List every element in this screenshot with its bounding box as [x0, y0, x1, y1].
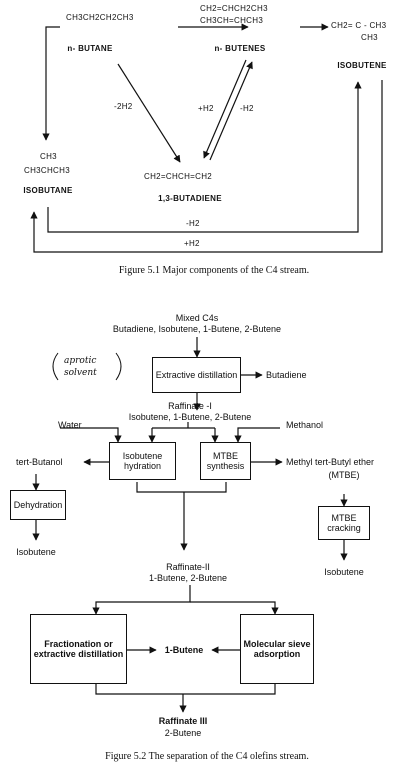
bottom-plus-h2-label: +H2 [184, 239, 200, 248]
arrow-butane-to-isobutane [42, 26, 60, 141]
isobutene-formula-main: CH2= C - CH3 [331, 21, 387, 30]
arrow-butenes-to-butadiene [203, 59, 247, 159]
n-butenes-formula-2: CH3CH=CHCH3 [200, 16, 264, 25]
figure-2-caption: Figure 5.2 The separation of the C4 olef… [105, 751, 309, 762]
n-butenes-label: n- BUTENES [214, 44, 266, 53]
arrow-butane-to-butadiene [117, 63, 181, 163]
arrow-raffinate2-to-split [92, 585, 191, 615]
two-butene-output: 2-Butene [164, 728, 202, 738]
arrow-butadiene-to-butenes [209, 61, 253, 161]
line-hydration-mtbe-merge [136, 482, 227, 493]
butadiene-output: Butadiene [266, 370, 307, 380]
water-input: Water [58, 420, 82, 430]
mtbe-cracking-label: MTBE cracking [327, 513, 361, 533]
line-bottom-merge [95, 684, 276, 695]
mtbe-synthesis-label: MTBE synthesis [206, 451, 245, 471]
molecular-sieve-box: Molecular sieve adsorption [240, 614, 314, 684]
dehydration-label: Dehydration [13, 500, 63, 510]
handwritten-bracket [52, 352, 59, 381]
extractive-distillation-label: Extractive distillation [155, 370, 238, 380]
isobutene-hydration-box: Isobutene hydration [109, 442, 176, 480]
raffinate-1-title: Raffinate -I [168, 401, 212, 411]
raffinate-1-components: Isobutene, 1-Butene, 2-Butene [128, 412, 252, 422]
figure-1-caption: Figure 5.1 Major components of the C4 st… [118, 265, 310, 276]
mtbe-abbreviation: (MTBE) [328, 470, 360, 480]
isobutene-left-output: Isobutene [16, 547, 56, 557]
isobutene-right-output: Isobutene [324, 567, 364, 577]
mtbe-cracking-box: MTBE cracking [318, 506, 370, 540]
isobutene-label: ISOBUTENE [337, 61, 387, 70]
isobutane-formula-top: CH3 [40, 152, 57, 161]
methanol-input: Methanol [286, 420, 324, 430]
raffinate-2-title: Raffinate-II [166, 562, 210, 572]
extractive-distillation-box: Extractive distillation [152, 357, 241, 393]
isobutane-label: ISOBUTANE [23, 186, 73, 195]
arrow-raffinate2-to-sieve [190, 601, 279, 615]
fractionation-box: Fractionation or extractive distillation [30, 614, 127, 684]
minus-h2-label: -H2 [240, 104, 254, 113]
n-butane-label: n- BUTANE [67, 44, 113, 53]
isobutene-formula-branch: CH3 [361, 33, 378, 42]
n-butane-formula: CH3CH2CH2CH3 [66, 13, 134, 22]
raffinate-3-title: Raffinate III [158, 716, 208, 726]
raffinate-2-components: 1-Butene, 2-Butene [148, 573, 228, 583]
isobutane-formula-main: CH3CHCH3 [24, 166, 70, 175]
molecular-sieve-label: Molecular sieve adsorption [243, 639, 311, 659]
mixed-c4s-label: Mixed C4s [175, 313, 219, 323]
butadiene-formula: CH2=CHCH=CH2 [144, 172, 213, 181]
feed-components: Butadiene, Isobutene, 1-Butene, 2-Butene [112, 324, 282, 334]
mtbe-ether-output: Methyl tert-Butyl ether [286, 457, 375, 467]
line-methanol-to-mtbe [234, 427, 280, 443]
dehydration-box: Dehydration [10, 490, 66, 520]
tert-butanol-output: tert-Butanol [16, 457, 63, 467]
minus-2h2-label: -2H2 [114, 102, 133, 111]
plus-h2-label: +H2 [198, 104, 214, 113]
handwritten-solvent: solvent [64, 368, 97, 378]
n-butenes-formula-1: CH2=CHCH2CH3 [200, 4, 268, 13]
butadiene-label: 1,3-BUTADIENE [158, 194, 222, 203]
fractionation-label: Fractionation or extractive distillation [33, 639, 124, 659]
handwritten-aprotic: aprotic [64, 356, 97, 366]
isobutene-hydration-label: Isobutene hydration [122, 451, 163, 471]
arrow-isobutene-to-isobutane [30, 80, 383, 253]
bottom-minus-h2-label: -H2 [186, 219, 200, 228]
mtbe-synthesis-box: MTBE synthesis [200, 442, 251, 480]
one-butene-output: 1-Butene [164, 645, 204, 655]
arrow-isobutane-to-isobutene [47, 81, 362, 233]
line-water-to-hydration [60, 427, 122, 443]
